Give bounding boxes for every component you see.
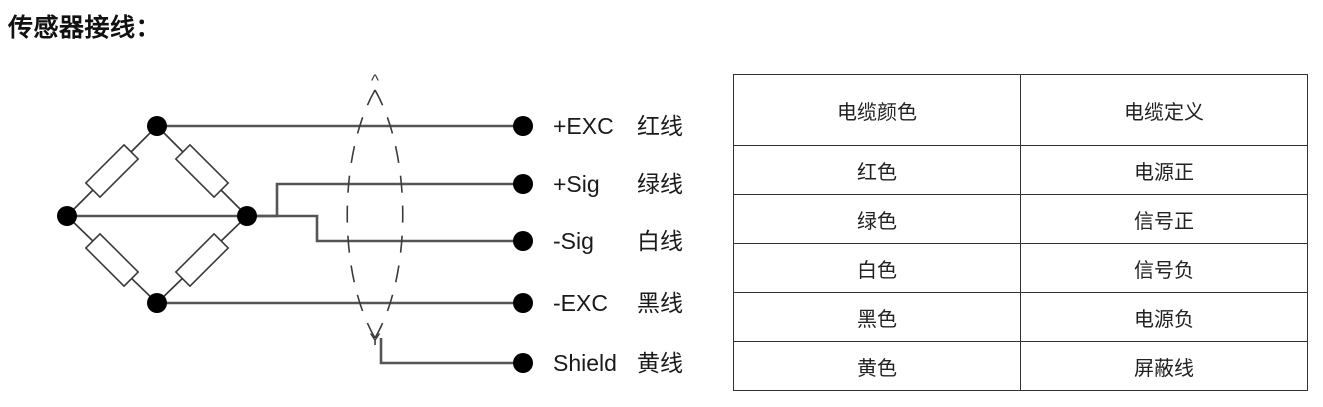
table-row: 黑色 电源负	[733, 292, 1308, 342]
bridge-node-group	[57, 116, 257, 313]
terminal-dot-exc-positive	[513, 116, 533, 136]
table-header-cable-definition: 电缆定义	[1020, 74, 1308, 146]
terminal-dot-sig-positive	[513, 174, 533, 194]
resistor-group	[84, 143, 230, 288]
table-cell-definition: 电源正	[1020, 145, 1308, 195]
shield-top-marker: ^	[371, 71, 379, 90]
wire-label-exc-negative: -EXC 黑线	[553, 292, 683, 315]
wire-color-sig-negative: 白线	[637, 228, 683, 254]
table-cell-definition: 信号负	[1020, 243, 1308, 293]
resistor-r2	[174, 143, 230, 199]
bridge-node-right	[237, 206, 257, 226]
wire-color-exc-negative: 黑线	[637, 290, 683, 316]
terminal-dot-shield	[513, 353, 533, 373]
wire-color-exc-positive: 红线	[637, 113, 683, 139]
lead-wire-sig-negative	[247, 214, 519, 243]
table-cell-color: 黄色	[733, 341, 1021, 391]
table-cell-color: 红色	[733, 145, 1021, 195]
table-cell-definition: 信号正	[1020, 194, 1308, 244]
wire-label-exc-positive: +EXC 红线	[553, 115, 683, 138]
wire-signal-exc-negative: -EXC	[553, 290, 608, 316]
table-cell-color: 绿色	[733, 194, 1021, 244]
shield-arc-right	[374, 89, 404, 339]
wire-signal-shield: Shield	[553, 350, 617, 376]
resistor-r3	[84, 232, 140, 288]
wire-color-shield: 黄线	[637, 350, 683, 376]
wire-color-sig-positive: 绿线	[637, 171, 683, 197]
resistor-r4	[174, 232, 230, 288]
resistor-r1	[84, 143, 140, 199]
wire-signal-sig-positive: +Sig	[553, 171, 600, 197]
terminal-dot-exc-negative	[513, 293, 533, 313]
wire-label-sig-negative: -Sig 白线	[553, 230, 683, 253]
table-cell-definition: 屏蔽线	[1020, 341, 1308, 391]
table-cell-color: 黑色	[733, 292, 1021, 342]
table-row: 绿色 信号正	[733, 194, 1308, 244]
shield-bottom-marker: Y	[369, 330, 380, 349]
lead-wire-sig-positive	[67, 182, 519, 218]
table-row: 黄色 屏蔽线	[733, 341, 1308, 391]
table-row: 白色 信号负	[733, 243, 1308, 293]
wire-label-shield: Shield 黄线	[553, 352, 683, 375]
page-title: 传感器接线：	[8, 14, 162, 42]
cable-shield-braid	[346, 89, 404, 339]
table-header-cable-color: 电缆颜色	[733, 74, 1021, 146]
terminal-dot-sig-negative	[513, 231, 533, 251]
wire-signal-sig-negative: -Sig	[553, 228, 594, 254]
bridge-node-left	[57, 206, 77, 226]
wire-signal-exc-positive: +EXC	[553, 113, 614, 139]
cable-definition-table: 电缆颜色 电缆定义 红色 电源正 绿色 信号正 白色 信号负 黑色 电源负 黄色…	[733, 74, 1308, 391]
wiring-diagram: ^ Y +EXC 红线 +Sig 绿线 -Sig 白线 -EXC 黑线 Shield 黄线	[0, 60, 720, 407]
bridge-node-bottom	[147, 293, 167, 313]
table-row: 红色 电源正	[733, 145, 1308, 195]
shield-arc-left	[346, 89, 376, 339]
bridge-diamond-edges	[66, 125, 248, 304]
lead-wires	[67, 124, 519, 365]
table-header-row: 电缆颜色 电缆定义	[733, 74, 1308, 146]
lead-wire-shield	[379, 338, 519, 365]
bridge-circuit-svg: ^ Y	[57, 71, 533, 373]
bridge-node-top	[147, 116, 167, 136]
wire-label-sig-positive: +Sig 绿线	[553, 173, 683, 196]
table-cell-definition: 电源负	[1020, 292, 1308, 342]
table-cell-color: 白色	[733, 243, 1021, 293]
terminal-dot-group	[513, 116, 533, 373]
